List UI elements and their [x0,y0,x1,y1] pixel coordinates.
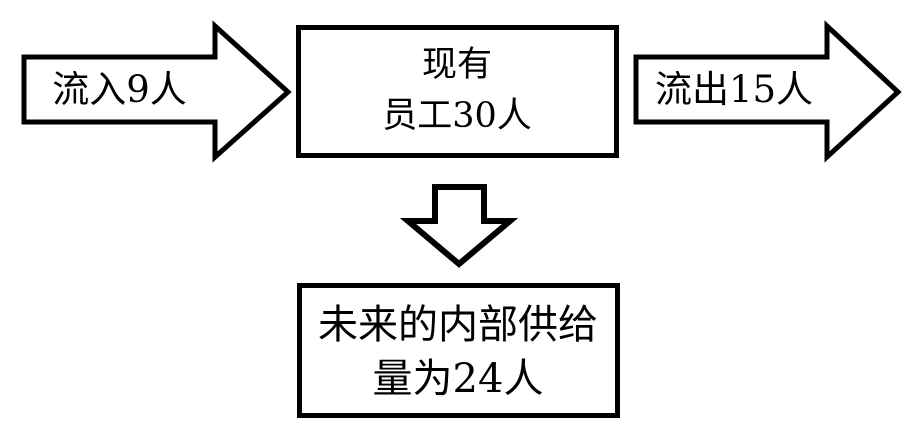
inflow-arrow-label: 流入9人 [52,68,187,111]
inflow-arrow-shape[interactable] [21,20,292,163]
future-supply-box-label: 未来的内部供给 量为24人 [299,298,617,406]
future-supply-line-2: 量为24人 [372,356,544,402]
outflow-arrow-shape[interactable] [633,20,902,163]
future-supply-line-1: 未来的内部供给 [318,302,598,348]
current-employees-box-label: 现有 员工30人 [298,40,616,142]
outflow-arrow-label: 流出15人 [654,68,814,111]
current-employees-box-shape[interactable] [296,25,619,158]
current-employees-line-2: 员工30人 [382,95,532,136]
down-arrow-shape[interactable] [399,184,519,268]
future-supply-box-shape[interactable] [297,283,620,418]
current-employees-line-1: 现有 [421,45,492,85]
